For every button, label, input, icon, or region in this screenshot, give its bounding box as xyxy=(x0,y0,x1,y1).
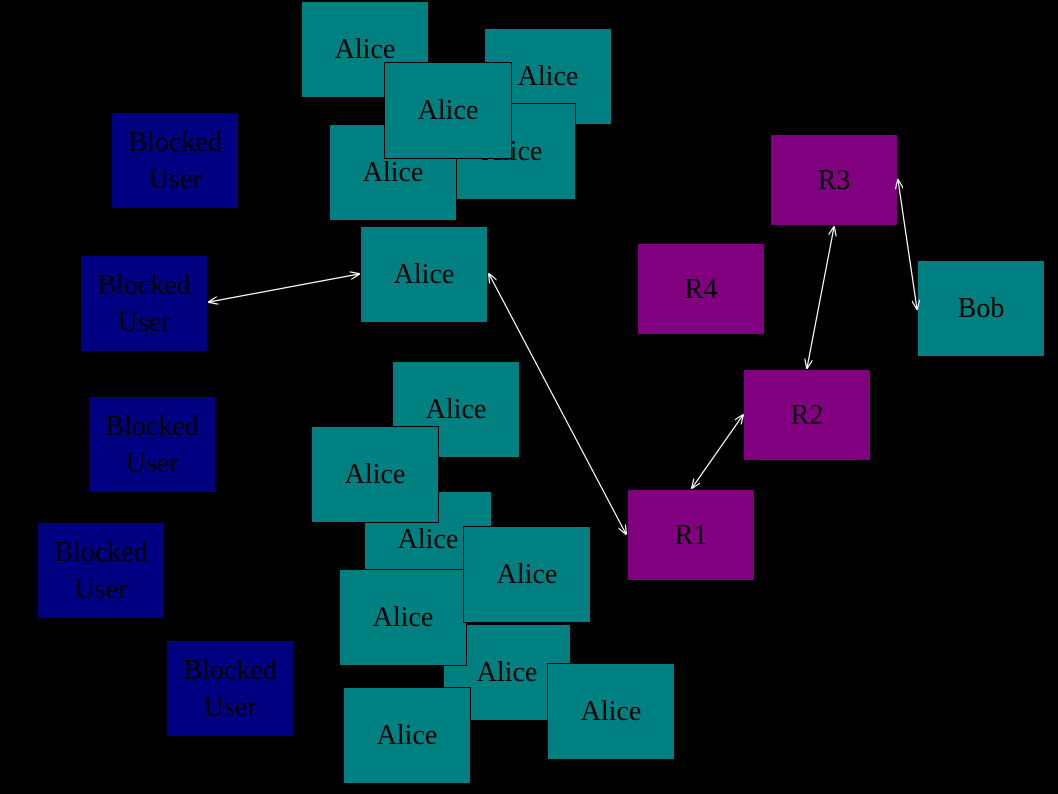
alice-label: Alice xyxy=(334,34,396,65)
alice-node: Alice xyxy=(343,687,471,784)
router-label: R1 xyxy=(674,519,708,551)
arrow-r1-r2 xyxy=(692,415,743,488)
router-r2-node: R2 xyxy=(743,369,871,461)
alice-label: Alice xyxy=(397,524,459,555)
bob-node: Bob xyxy=(917,260,1045,357)
router-r4-node: R4 xyxy=(637,243,765,335)
blocked-user-label-line1: Blocked xyxy=(128,126,222,158)
alice-label: Alice xyxy=(417,95,479,126)
blocked-user-node: Blocked User xyxy=(166,640,294,737)
arrow-blocked-user-alice xyxy=(209,274,359,302)
alice-label: Alice xyxy=(476,657,538,688)
alice-label: Alice xyxy=(344,459,406,490)
blocked-user-label-line2: User xyxy=(74,573,128,605)
router-label: R4 xyxy=(684,273,718,305)
alice-node: Alice xyxy=(301,1,429,98)
alice-label: Alice xyxy=(580,696,642,727)
alice-label: Alice xyxy=(376,720,438,751)
blocked-user-label-line2: User xyxy=(117,306,171,338)
alice-node: Alice xyxy=(311,426,439,523)
blocked-user-node: Blocked User xyxy=(88,396,216,493)
blocked-user-node: Blocked User xyxy=(111,112,239,209)
blocked-user-node: Blocked User xyxy=(80,255,208,352)
router-label: R3 xyxy=(817,164,851,196)
blocked-user-label-line2: User xyxy=(148,163,202,195)
arrow-r2-r3 xyxy=(807,227,834,368)
bob-label: Bob xyxy=(957,293,1005,324)
alice-label: Alice xyxy=(393,259,455,290)
blocked-user-label-line2: User xyxy=(203,691,257,723)
router-r1-node: R1 xyxy=(627,489,755,581)
blocked-user-label-line1: Blocked xyxy=(105,410,199,442)
blocked-user-label-line1: Blocked xyxy=(54,536,148,568)
alice-node: Alice xyxy=(547,663,675,760)
alice-node: Alice xyxy=(384,62,512,159)
alice-label: Alice xyxy=(372,602,434,633)
blocked-user-label-line1: Blocked xyxy=(97,269,191,301)
alice-label: Alice xyxy=(496,559,558,590)
alice-label: Alice xyxy=(425,394,487,425)
alice-node: Alice xyxy=(339,569,467,666)
blocked-user-label-line1: Blocked xyxy=(183,654,277,686)
arrow-r3-bob xyxy=(898,180,917,309)
alice-node: Alice xyxy=(463,526,591,623)
alice-label: Alice xyxy=(517,61,579,92)
router-r3-node: R3 xyxy=(770,134,898,226)
blocked-user-label-line2: User xyxy=(125,447,179,479)
router-label: R2 xyxy=(790,399,824,431)
alice-node: Alice xyxy=(360,226,488,323)
blocked-user-node: Blocked User xyxy=(37,522,165,619)
alice-label: Alice xyxy=(362,157,424,188)
